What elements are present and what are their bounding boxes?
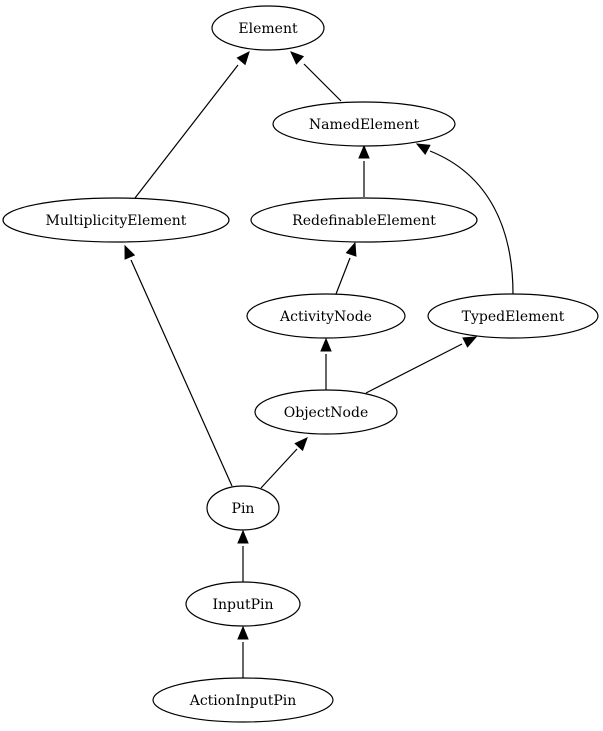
arrowhead-icon: [124, 244, 136, 260]
edge-action-input-pin-to-input-pin: [237, 625, 249, 678]
node-label: Element: [238, 21, 298, 37]
edges-layer: [124, 51, 514, 678]
node-label: TypedElement: [462, 309, 565, 325]
edge-pin-to-object-node: [260, 437, 308, 489]
node-activity-node: ActivityNode: [246, 293, 406, 339]
node-ellipse: [152, 677, 334, 723]
edge-line: [365, 343, 463, 394]
edge-line: [429, 150, 514, 295]
arrowhead-icon: [290, 51, 305, 65]
edge-pin-to-multiplicity-element: [124, 244, 233, 487]
edge-line: [134, 64, 239, 199]
node-label: ActivityNode: [279, 309, 372, 325]
node-ellipse: [2, 197, 230, 243]
node-label: MultiplicityElement: [46, 213, 187, 229]
arrowhead-icon: [358, 144, 370, 159]
node-ellipse: [211, 5, 325, 51]
node-redefinable-element: RedefinableElement: [250, 197, 478, 243]
node-ellipse: [246, 293, 406, 339]
node-named-element: NamedElement: [272, 101, 456, 147]
node-ellipse: [254, 389, 398, 435]
arrowhead-icon: [320, 337, 332, 352]
node-ellipse: [272, 101, 456, 147]
node-input-pin: InputPin: [185, 581, 301, 627]
edge-object-node-to-activity-node: [320, 337, 332, 390]
edge-activity-node-to-redefinable-element: [335, 241, 357, 295]
node-ellipse: [185, 581, 301, 627]
node-label: RedefinableElement: [292, 213, 436, 229]
edge-input-pin-to-pin: [237, 529, 249, 582]
edge-multiplicity-element-to-element: [134, 51, 250, 199]
node-label: InputPin: [212, 597, 273, 613]
arrowhead-icon: [236, 51, 250, 66]
edge-line: [303, 63, 342, 102]
edge-object-node-to-typed-element: [365, 336, 478, 394]
node-object-node: ObjectNode: [254, 389, 398, 435]
node-multiplicity-element: MultiplicityElement: [2, 197, 230, 243]
node-ellipse: [427, 293, 599, 339]
arrowhead-icon: [415, 143, 431, 155]
node-label: NamedElement: [309, 117, 420, 133]
node-typed-element: TypedElement: [427, 293, 599, 339]
arrowhead-icon: [237, 529, 249, 544]
edge-named-element-to-element: [290, 51, 342, 102]
edge-line: [260, 448, 298, 489]
arrowhead-icon: [237, 625, 249, 640]
edge-line: [335, 257, 351, 295]
arrowhead-icon: [462, 336, 478, 348]
node-pin: Pin: [206, 485, 280, 531]
arrowhead-icon: [294, 437, 308, 452]
node-label: ObjectNode: [284, 405, 368, 421]
node-element: Element: [211, 5, 325, 51]
arrowhead-icon: [345, 241, 357, 257]
edge-typed-element-to-named-element: [415, 143, 514, 295]
edge-line: [130, 259, 233, 487]
node-ellipse: [206, 485, 280, 531]
node-ellipse: [250, 197, 478, 243]
node-action-input-pin: ActionInputPin: [152, 677, 334, 723]
edge-redefinable-element-to-named-element: [358, 144, 370, 197]
node-label: ActionInputPin: [189, 693, 297, 709]
node-label: Pin: [232, 501, 255, 517]
